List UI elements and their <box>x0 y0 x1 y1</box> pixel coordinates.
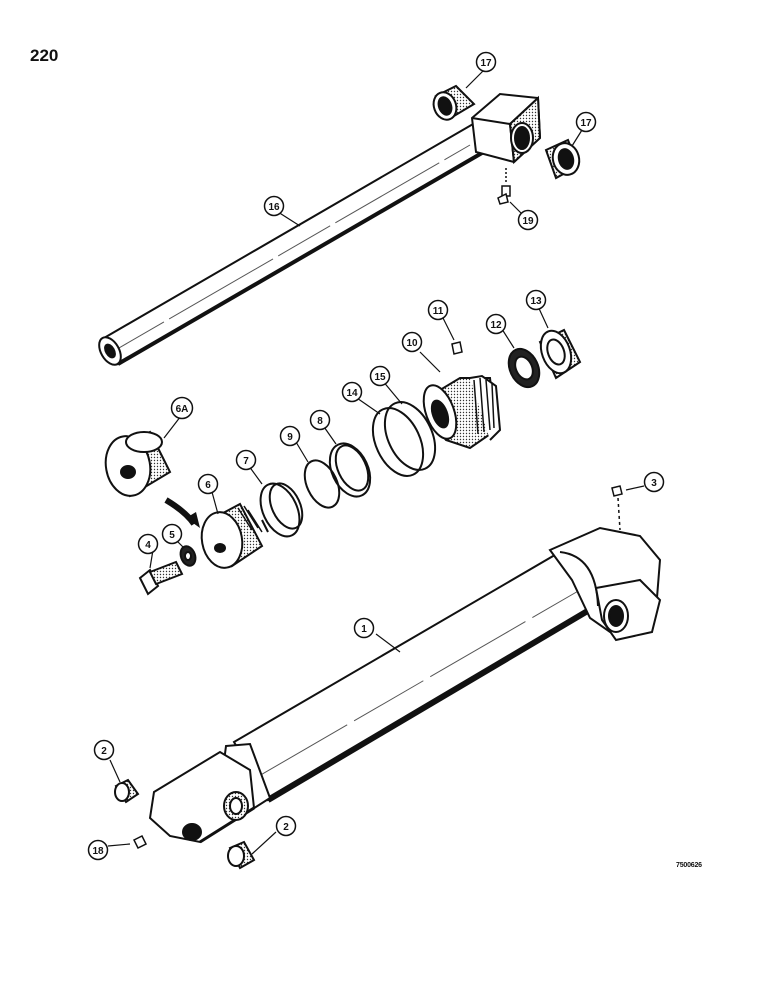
svg-text:7: 7 <box>243 456 249 467</box>
callout-12: 12 <box>485 313 507 335</box>
o-ring-9 <box>303 459 341 509</box>
svg-text:15: 15 <box>374 372 386 383</box>
svg-text:12: 12 <box>490 320 502 331</box>
callout-13: 13 <box>525 289 547 311</box>
svg-text:10: 10 <box>406 338 418 349</box>
callout-1: 1 <box>353 617 375 639</box>
svg-text:6A: 6A <box>176 404 189 415</box>
wiper-13 <box>538 328 582 380</box>
callout-8: 8 <box>309 409 331 431</box>
plug-11 <box>451 341 463 355</box>
callout-17-right: 17 <box>575 111 597 133</box>
callout-17-left: 17 <box>475 51 497 73</box>
bushing-right <box>544 138 581 180</box>
svg-text:11: 11 <box>433 306 444 317</box>
callout-15: 15 <box>369 365 391 387</box>
svg-text:6: 6 <box>205 480 211 491</box>
rod-eye-block <box>470 92 542 165</box>
drawing-reference-number: 7500626 <box>676 862 702 869</box>
callout-4: 4 <box>137 533 159 555</box>
callout-9: 9 <box>279 425 301 447</box>
gland-10 <box>422 374 502 450</box>
svg-text:17: 17 <box>580 118 592 129</box>
bushing-base-right <box>227 840 256 870</box>
callout-2-right: 2 <box>275 815 297 837</box>
svg-text:3: 3 <box>651 478 657 489</box>
callout-11: 11 <box>427 299 449 321</box>
page-number: 220 <box>30 46 59 65</box>
callout-10: 10 <box>401 331 423 353</box>
svg-text:8: 8 <box>317 416 323 427</box>
bolt-4 <box>138 560 184 596</box>
svg-text:2: 2 <box>101 746 107 757</box>
grease-fitting-rod <box>497 168 511 205</box>
wear-ring-7 <box>259 482 304 538</box>
backup-ring-15 <box>383 401 437 471</box>
bushing-left <box>432 84 476 121</box>
callout-7: 7 <box>235 449 257 471</box>
svg-text:4: 4 <box>145 540 151 551</box>
svg-text:1: 1 <box>361 624 367 635</box>
cylinder-barrel <box>148 526 662 844</box>
callout-6: 6 <box>197 473 219 495</box>
o-ring-14 <box>371 407 425 477</box>
svg-text:2: 2 <box>283 822 289 833</box>
bushing-base-left <box>114 778 140 804</box>
callout-14: 14 <box>341 381 363 403</box>
callout-3: 3 <box>643 471 665 493</box>
seal-8 <box>328 442 372 498</box>
svg-text:19: 19 <box>522 216 534 227</box>
callout-18: 18 <box>87 839 109 861</box>
callout-6a: 6A <box>170 396 194 420</box>
bleed-screw-3 <box>611 485 623 531</box>
callout-2-left: 2 <box>93 739 115 761</box>
svg-text:5: 5 <box>169 530 175 541</box>
callout-19: 19 <box>517 209 539 231</box>
svg-text:14: 14 <box>346 388 358 399</box>
svg-text:16: 16 <box>268 202 280 213</box>
svg-text:9: 9 <box>287 432 293 443</box>
svg-text:18: 18 <box>92 846 104 857</box>
svg-text:13: 13 <box>530 296 542 307</box>
svg-text:17: 17 <box>480 58 492 69</box>
piston-6a <box>104 430 172 498</box>
callout-16: 16 <box>263 195 285 217</box>
grease-fitting-base <box>132 834 148 850</box>
callout-5: 5 <box>161 523 183 545</box>
washer-5 <box>179 545 197 567</box>
piston-6 <box>200 502 264 569</box>
piston-rod <box>98 118 496 366</box>
replacement-arrow-head <box>186 512 200 528</box>
rod-seal-12 <box>507 347 541 389</box>
